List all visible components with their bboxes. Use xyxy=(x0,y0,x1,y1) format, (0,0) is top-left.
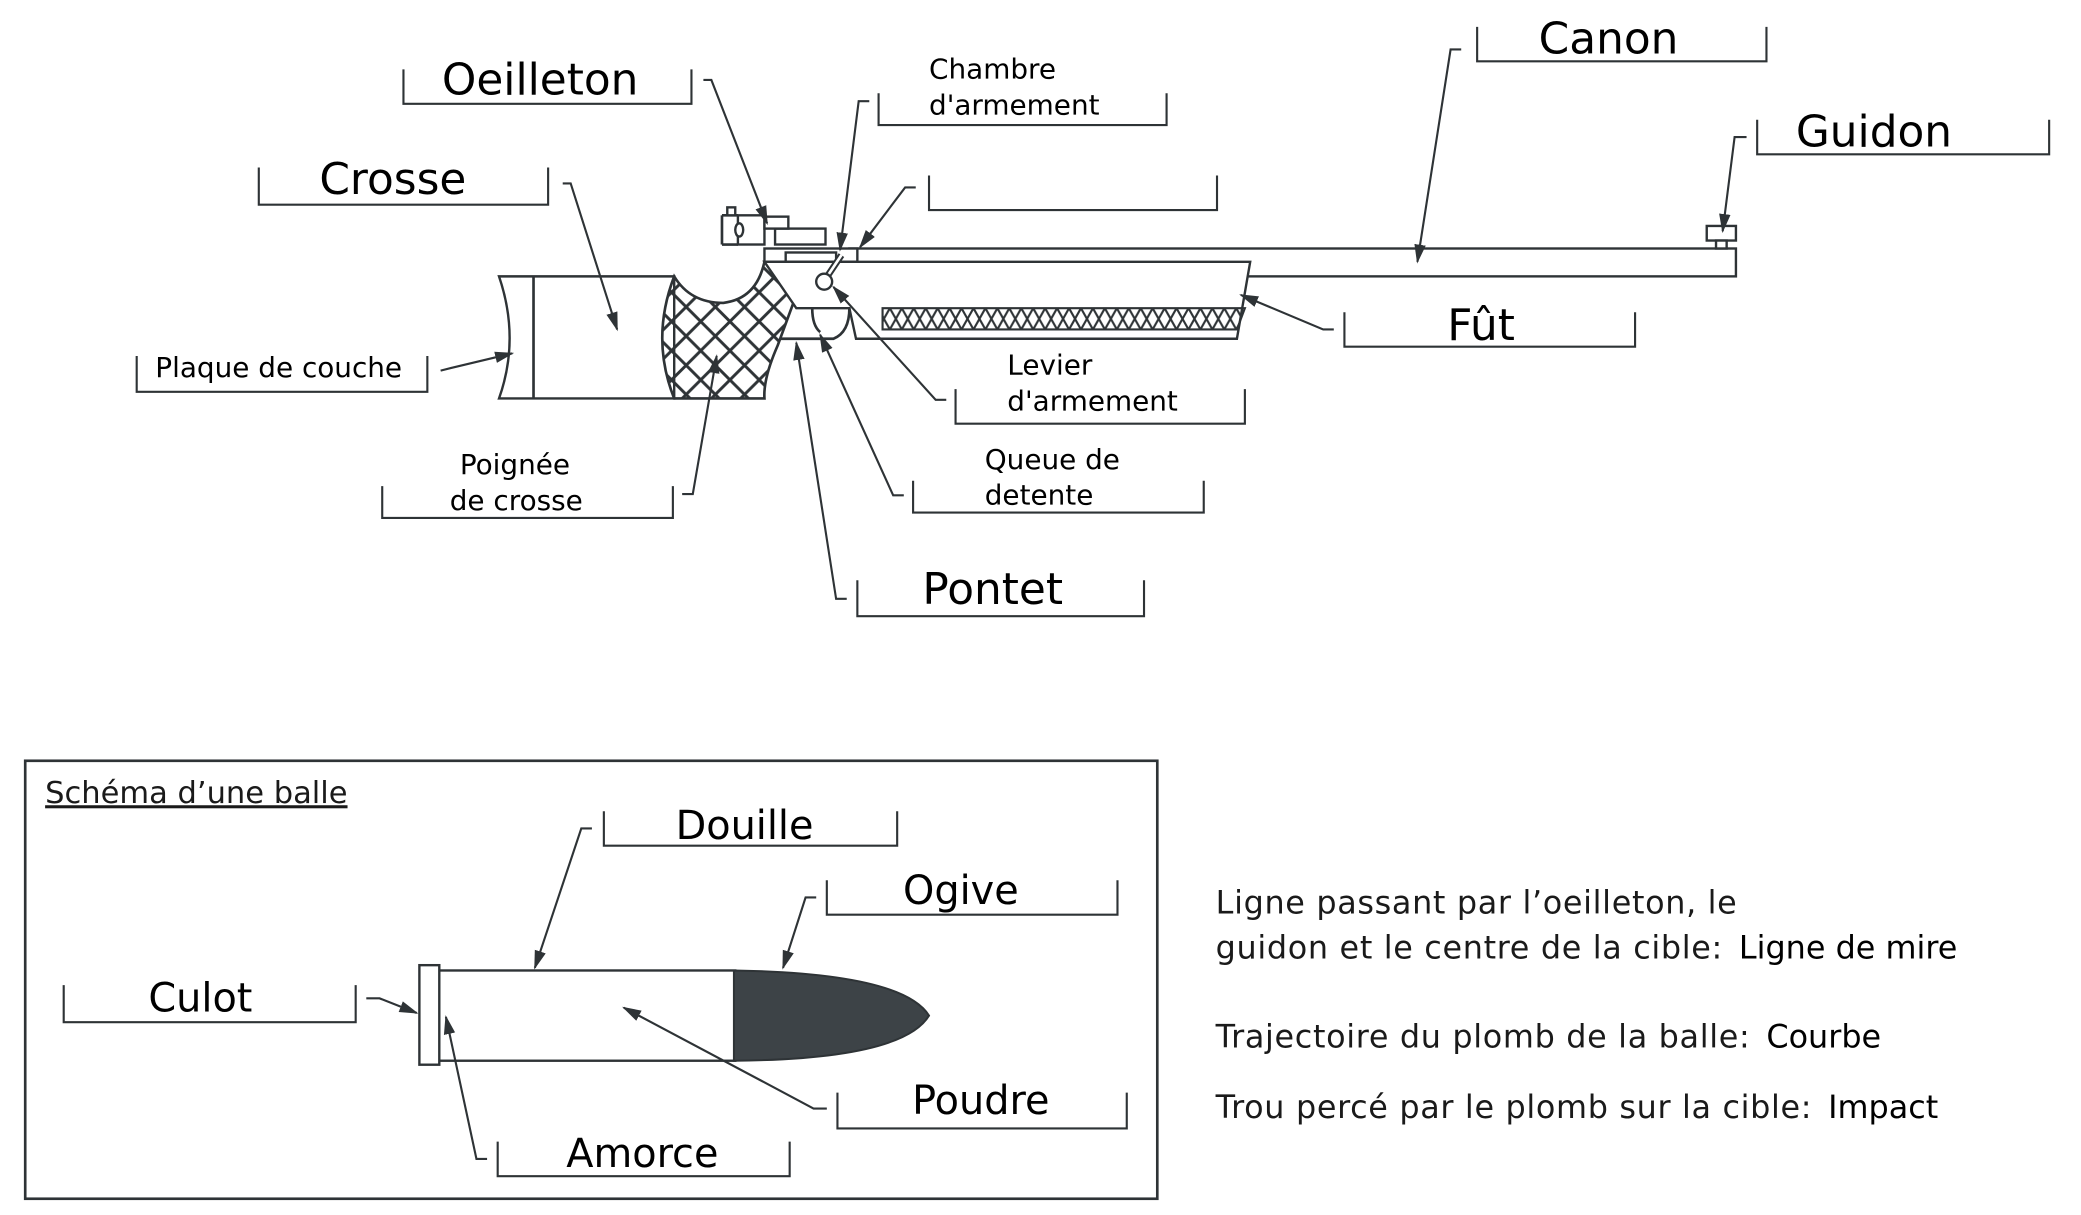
label-levier-line2: d'armement xyxy=(1007,384,1178,417)
label-poignee-line2: de crosse xyxy=(450,484,583,517)
label-plaque-de-couche: Plaque de couche xyxy=(135,351,515,393)
definition-3-wrapper: Trou percé par le plomb sur la cible: Im… xyxy=(1215,1088,1939,1126)
label-guidon: Guidon xyxy=(1719,106,2051,234)
label-fut: Fût xyxy=(1239,293,1637,351)
cocking-lever-levier xyxy=(815,253,845,291)
label-amorce-text: Amorce xyxy=(566,1131,718,1177)
definition-courbe: Trajectoire du plomb de la balle: Courbe xyxy=(1215,1017,1881,1055)
definition-impact: Trou percé par le plomb sur la cible: Im… xyxy=(1215,1088,1939,1126)
definition-2-line1: Trajectoire du plomb de la balle: xyxy=(1215,1017,1751,1055)
trigger-queue-de-detente xyxy=(810,308,822,334)
stock-crosse xyxy=(497,275,676,400)
definition-2-wrapper: Trajectoire du plomb de la balle: Courbe xyxy=(1215,1017,1881,1055)
label-chambre-line2: d'armement xyxy=(929,88,1100,121)
label-queue-line2: detente xyxy=(985,479,1094,512)
definition-1-line2-wrapper: guidon et le centre de la cible: Ligne d… xyxy=(1216,929,1958,967)
label-levier-line1: Levier xyxy=(1007,349,1093,382)
bullet-base-culot xyxy=(418,963,441,1066)
bullet-ogive xyxy=(732,969,931,1062)
label-amorce: Amorce xyxy=(443,1015,791,1178)
label-douille: Douille xyxy=(533,803,899,970)
label-queue-line1: Queue de xyxy=(985,443,1120,476)
label-oeilleton-text: Oeilleton xyxy=(442,55,639,106)
label-queue-de-detente: Queue de detente xyxy=(819,333,1205,514)
label-douille-text: Douille xyxy=(676,803,814,849)
label-oeilleton: Oeilleton xyxy=(402,55,769,226)
label-chambre-armement: Chambre d'armement xyxy=(836,53,1168,252)
label-canon: Canon xyxy=(1414,13,1768,264)
label-culot-text: Culot xyxy=(148,976,252,1022)
definition-1-answer: Ligne de mire xyxy=(1739,929,1957,967)
label-poudre-text: Poudre xyxy=(912,1078,1049,1124)
label-ogive: Ogive xyxy=(782,868,1119,970)
definition-ligne-de-mire: Ligne passant par l’oeilleton, le guidon… xyxy=(1216,883,1958,966)
bullet-schema-box: Schéma d’une balle Douille Ogive Culot P… xyxy=(23,759,1159,1201)
grip-poignee xyxy=(660,259,798,400)
definition-2-answer: Courbe xyxy=(1766,1017,1881,1055)
label-fut-text: Fût xyxy=(1447,300,1515,351)
front-sight-guidon xyxy=(1705,224,1738,250)
label-crosse-text: Crosse xyxy=(319,154,466,205)
label-poignee-de-crosse: Poignée de crosse xyxy=(381,354,720,519)
label-blank[interactable] xyxy=(858,175,1219,249)
label-poudre: Poudre xyxy=(622,1006,1128,1130)
label-canon-text: Canon xyxy=(1539,13,1679,64)
label-poignee-line1: Poignée xyxy=(460,448,570,481)
label-crosse: Crosse xyxy=(257,154,619,332)
bullet-case-douille xyxy=(436,969,737,1062)
bullet-schema-title: Schéma d’une balle xyxy=(45,776,347,811)
label-pontet-text: Pontet xyxy=(922,564,1063,615)
definition-3-answer: Impact xyxy=(1828,1088,1938,1126)
label-plaque-text: Plaque de couche xyxy=(155,351,402,384)
definition-3-line1: Trou percé par le plomb sur la cible: xyxy=(1215,1088,1813,1126)
cocking-chamber xyxy=(784,251,838,263)
definitions-block: Ligne passant par l’oeilleton, le guidon… xyxy=(1215,883,1958,1125)
rear-sight-oeilleton xyxy=(720,206,827,246)
definition-1-line1: Ligne passant par l’oeilleton, le xyxy=(1216,883,1738,921)
forend-checkering xyxy=(881,307,1247,331)
label-culot: Culot xyxy=(62,976,419,1024)
label-levier-armement: Levier d'armement xyxy=(832,285,1246,425)
label-ogive-text: Ogive xyxy=(903,868,1019,914)
label-chambre-line1: Chambre xyxy=(929,53,1056,86)
rifle-drawing xyxy=(497,206,1738,400)
label-pontet: Pontet xyxy=(793,340,1146,618)
label-guidon-text: Guidon xyxy=(1796,106,1952,157)
trigger-guard-pontet xyxy=(780,308,851,341)
definition-1-line2: guidon et le centre de la cible: xyxy=(1216,929,1723,967)
